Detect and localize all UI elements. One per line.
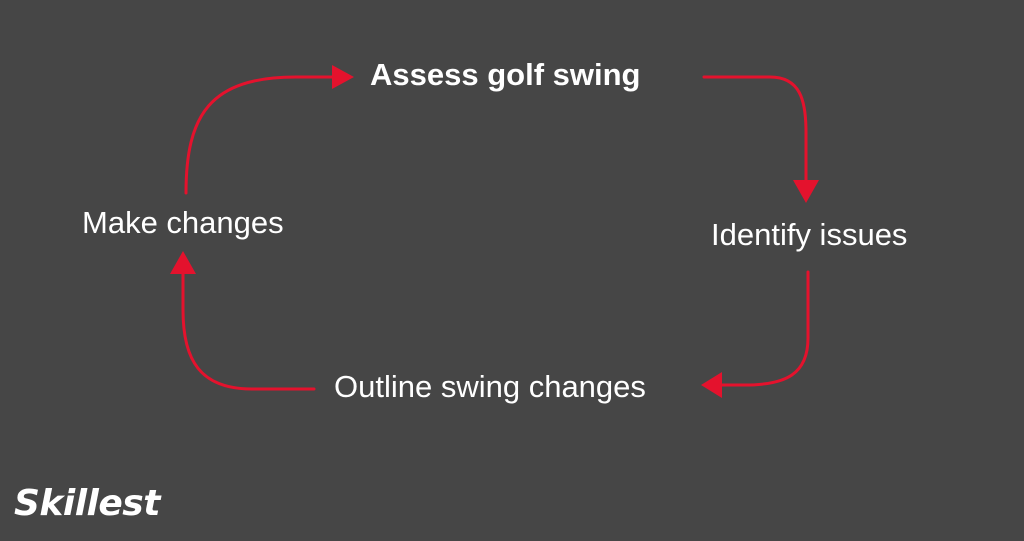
step-identify-issues: Identify issues xyxy=(711,217,908,252)
arrow-assess-to-identify xyxy=(702,75,808,184)
logo-text: Skillest xyxy=(14,483,160,524)
step-make-changes: Make changes xyxy=(82,205,284,240)
step-outline-swing-changes: Outline swing changes xyxy=(334,369,646,404)
arrowhead-assess xyxy=(332,65,354,89)
arrow-outline-to-make xyxy=(181,270,316,391)
arrowhead-outline xyxy=(701,372,722,398)
arrow-identify-to-outline xyxy=(720,270,810,387)
arrow-make-to-assess xyxy=(184,75,336,195)
step-assess-golf-swing: Assess golf swing xyxy=(370,57,641,92)
arrowhead-identify xyxy=(793,180,819,203)
skillest-logo: Skillest xyxy=(14,462,164,522)
arrowhead-make xyxy=(170,251,196,274)
